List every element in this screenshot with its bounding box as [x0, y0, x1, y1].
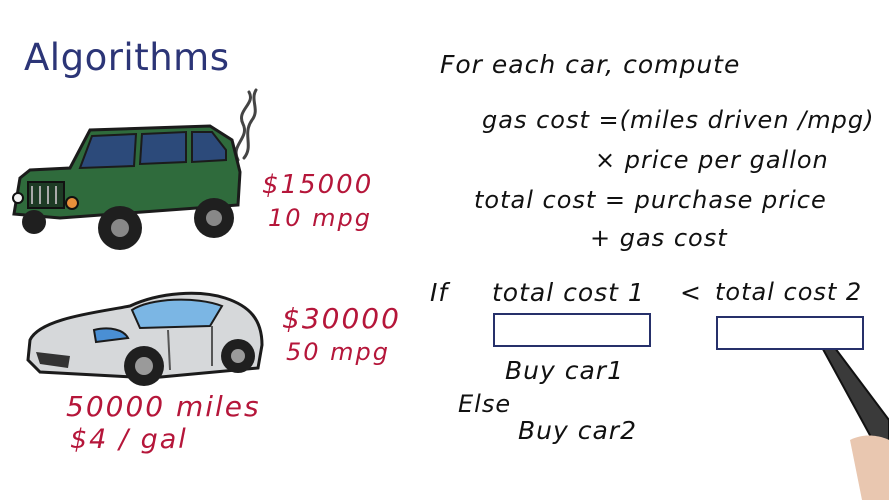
- compare-right: total cost 2: [715, 278, 863, 306]
- car1-price: $15000: [262, 170, 374, 200]
- blank-box-2[interactable]: [716, 316, 864, 350]
- page-title: Algorithms: [24, 36, 230, 79]
- else-label: Else: [458, 390, 512, 418]
- green-suv-icon: [12, 124, 242, 250]
- gas-cost-formula: gas cost =(miles driven /mpg): [482, 106, 875, 134]
- compare-operator: <: [680, 278, 702, 307]
- miles-driven-value: 50000 miles: [66, 390, 261, 423]
- car2-mpg: 50 mpg: [286, 338, 391, 366]
- stylus-pen-icon: [816, 334, 889, 500]
- if-label: If: [430, 278, 449, 307]
- then-action: Buy car1: [505, 356, 624, 385]
- total-cost-formula-cont: + gas cost: [590, 224, 728, 252]
- gas-cost-formula-cont: × price per gallon: [595, 146, 829, 174]
- total-cost-formula: total cost = purchase price: [474, 186, 827, 214]
- compare-left: total cost 1: [492, 278, 645, 307]
- gas-price-value: $4 / gal: [70, 424, 188, 455]
- exhaust-smoke-icon: [234, 88, 258, 162]
- car1-mpg: 10 mpg: [268, 204, 373, 232]
- car2-price: $30000: [282, 302, 401, 335]
- silver-sedan-icon: [26, 291, 264, 386]
- blank-box-1[interactable]: [493, 313, 651, 347]
- algorithm-intro: For each car, compute: [440, 50, 741, 79]
- else-action: Buy car2: [518, 416, 637, 445]
